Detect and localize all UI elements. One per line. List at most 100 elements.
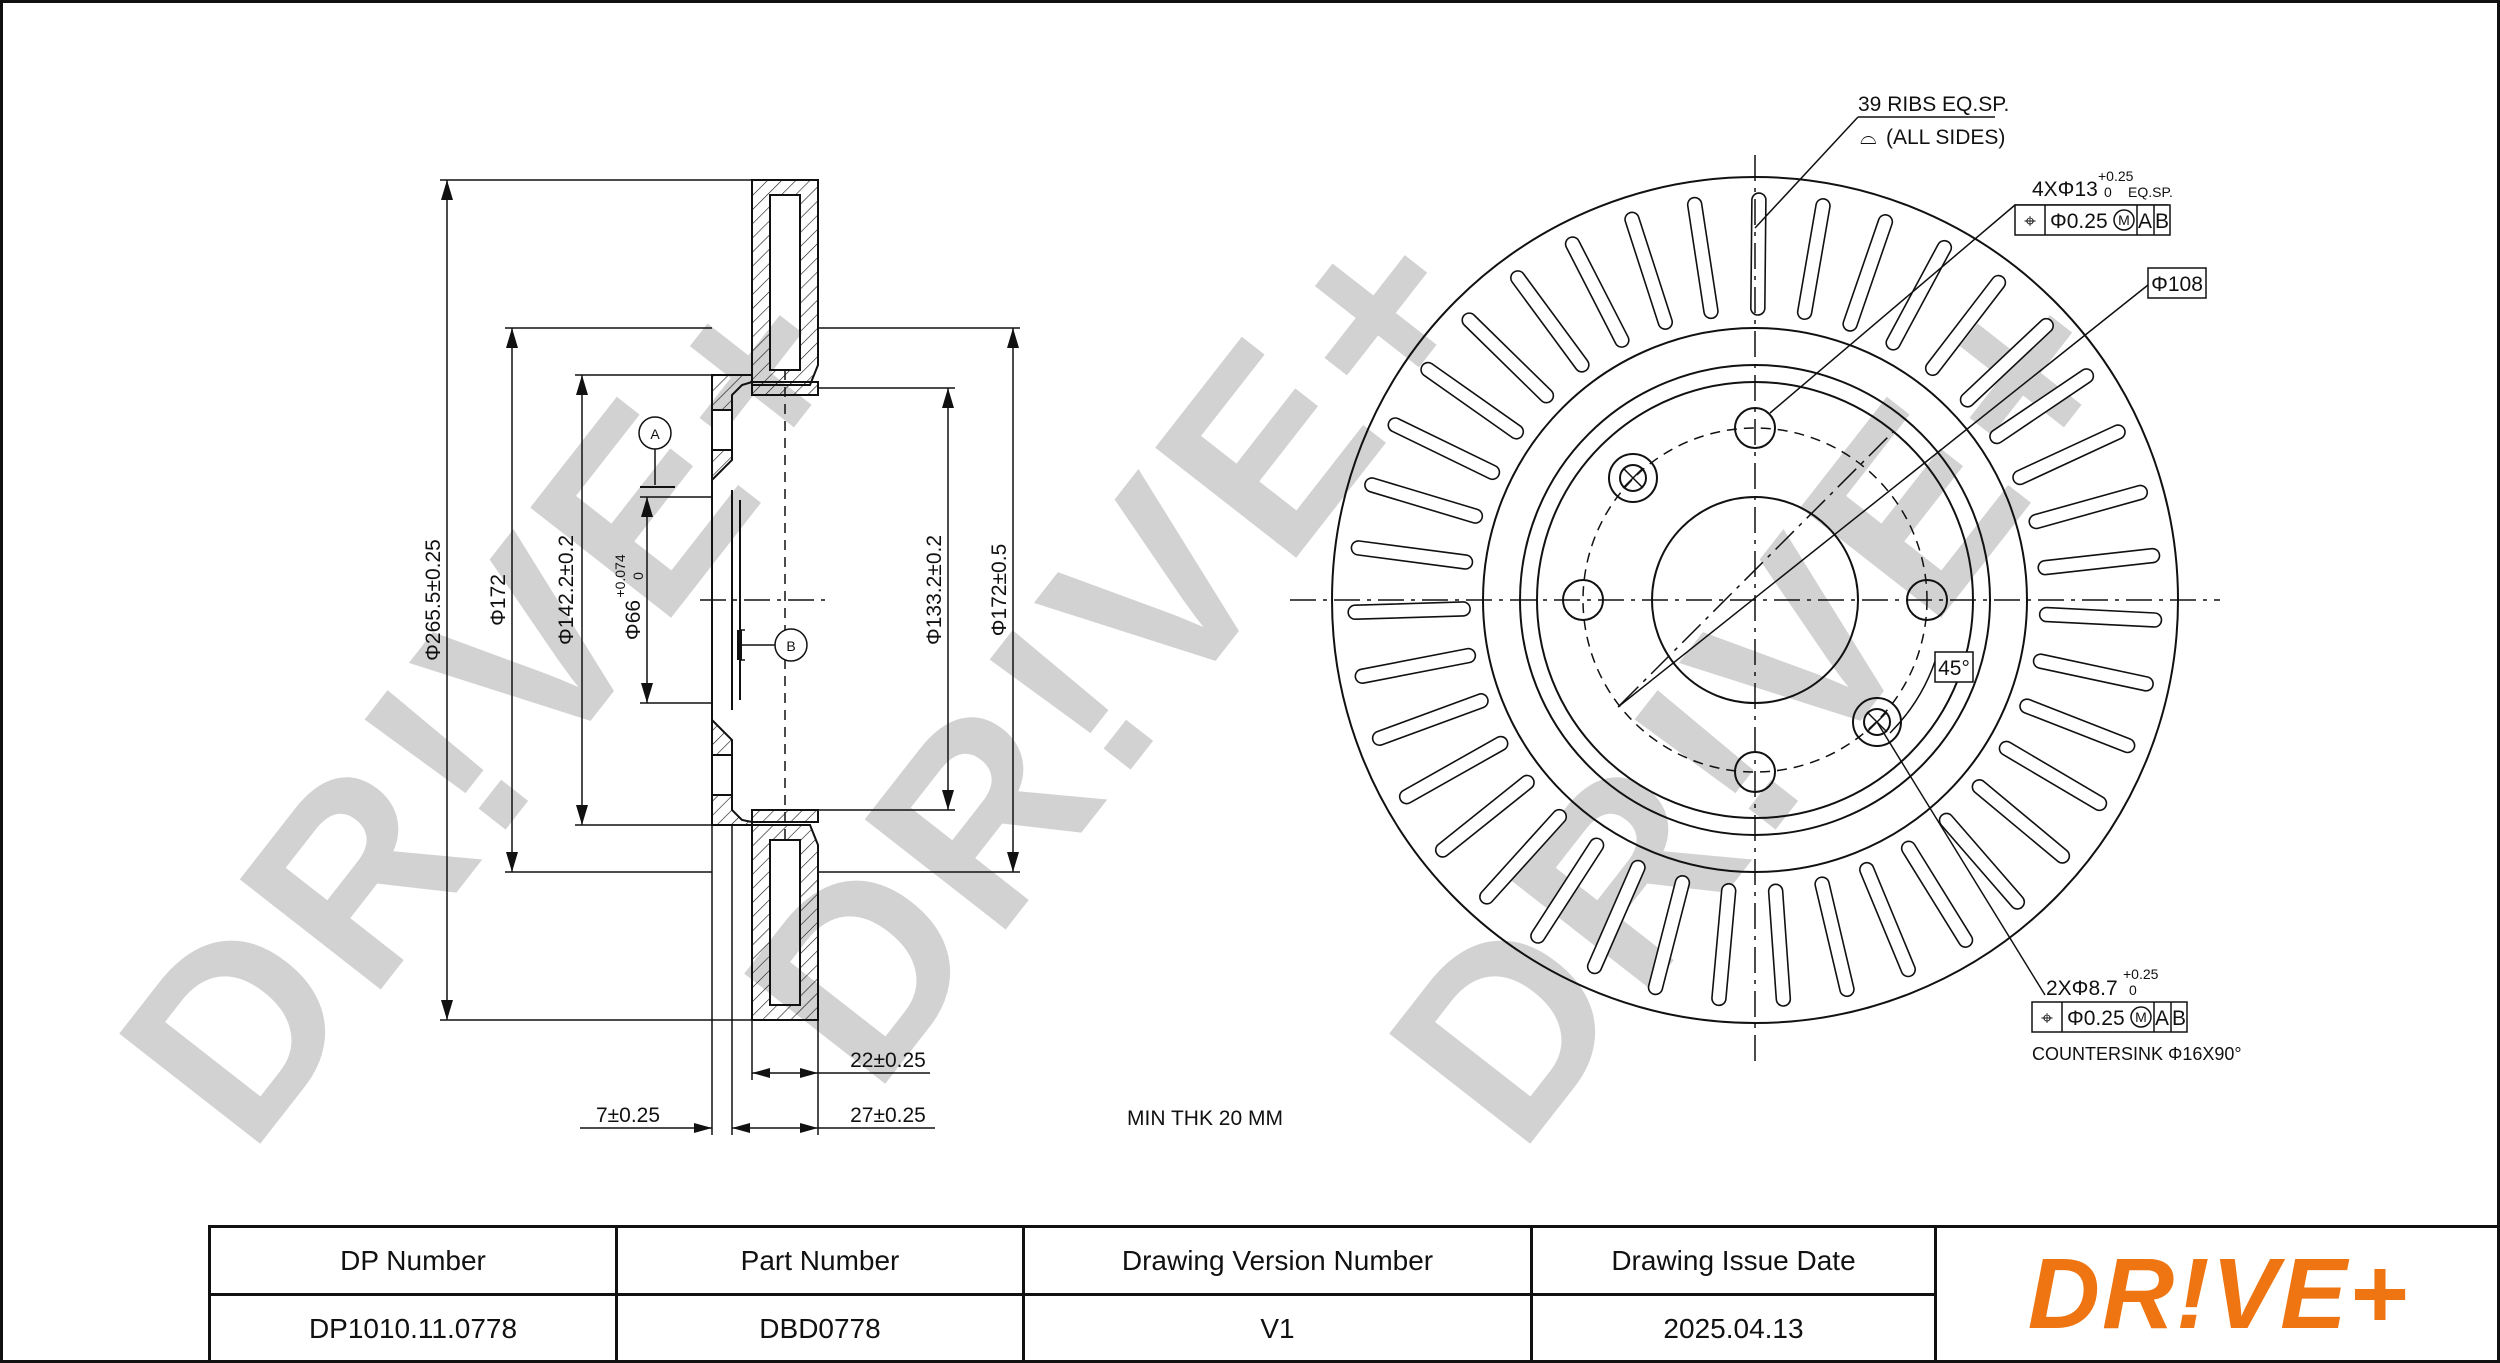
datum-b-bubble xyxy=(774,628,808,662)
cs-hole-upper-left-inner xyxy=(1619,464,1647,492)
holes4-eqsp: EQ.SP. xyxy=(2128,184,2173,200)
section-lower-ring xyxy=(751,824,819,1021)
title-col-dp: DP Number DP1010.11.0778 xyxy=(211,1228,618,1361)
fcf2-tolerance: Φ0.25 xyxy=(2067,1007,2125,1030)
fcf-holes4: ⌖ Φ0.25 M A B xyxy=(2014,204,2171,236)
section-hat-upper xyxy=(711,374,819,483)
fcf2-symbol: ⌖ xyxy=(2041,1007,2053,1030)
datum-b-label: B xyxy=(786,638,795,654)
rib-slot xyxy=(2032,653,2154,692)
rib-slot xyxy=(1842,214,1894,332)
rib-slot xyxy=(1510,270,1590,373)
bolt-hole-section-upper xyxy=(711,409,733,451)
rib-slot xyxy=(1434,774,1535,858)
dim-dia-172-tol: Φ172±0.5 xyxy=(988,544,1011,637)
header-part-number: Part Number xyxy=(618,1228,1022,1296)
dim-outer-diameter: Φ265.5±0.25 xyxy=(422,539,445,661)
rib-slot xyxy=(1347,601,1471,621)
rib-slot xyxy=(1398,735,1509,805)
holes2-tol-upper: +0.25 xyxy=(2123,966,2159,982)
rib-slot xyxy=(1564,236,1630,348)
min-thickness-note: MIN THK 20 MM xyxy=(1127,1107,1283,1130)
title-col-version: Drawing Version Number V1 xyxy=(1025,1228,1533,1361)
rib-slot xyxy=(1998,740,2108,812)
rib-slot xyxy=(1924,274,2007,377)
dim-thickness-22: 22±0.25 xyxy=(850,1049,926,1072)
holes4-note: 4XΦ13 xyxy=(2032,178,2098,201)
cs-hole-upper-left-outer xyxy=(1608,453,1658,503)
fcf2-modifier: M xyxy=(2135,1009,2147,1025)
bolt-hole-section-lower xyxy=(711,754,733,796)
rib-slot xyxy=(1767,883,1792,1007)
rib-slot xyxy=(2012,424,2126,486)
rib-slot xyxy=(1989,368,2095,445)
rib-slot xyxy=(1420,361,1525,440)
header-issue-date: Drawing Issue Date xyxy=(1533,1228,1934,1296)
brand-logo-text: DR!VE+ xyxy=(2027,1238,2410,1350)
rib-slot xyxy=(1586,859,1646,975)
brand-logo: DR!VE+ xyxy=(1937,1228,2500,1361)
rib-slot xyxy=(1530,837,1605,944)
side-section-view: Φ265.5±0.25 Φ172 Φ142.2±0.2 Φ66 +0.074 0… xyxy=(422,179,1020,1135)
rib-slot xyxy=(2037,547,2161,576)
fcf1-modifier: M xyxy=(2118,212,2130,228)
rib-slot xyxy=(1371,693,1489,746)
pcd-box xyxy=(2147,267,2207,299)
rib-slot xyxy=(1750,192,1767,316)
rib-slot xyxy=(1461,312,1554,404)
rib-slot xyxy=(1711,883,1737,1006)
rib-slot xyxy=(1686,196,1719,320)
cs-hole-lower-right-inner xyxy=(1863,708,1891,736)
pcd-label: Φ108 xyxy=(2151,273,2203,296)
section-upper-ring xyxy=(751,179,819,386)
rib-slot xyxy=(1364,477,1484,524)
angle-label: 45° xyxy=(1938,657,1970,680)
rib-slot xyxy=(1900,840,1974,948)
dim-bore-tol-lower: 0 xyxy=(630,572,646,580)
ribs-note-sides: (ALL SIDES) xyxy=(1886,126,2005,149)
header-dp-number: DP Number xyxy=(211,1228,615,1296)
title-col-part: Part Number DBD0778 xyxy=(618,1228,1025,1361)
watermark-left: DR!VE+ xyxy=(65,218,915,1191)
fcf-holes2: ⌖ Φ0.25 M A B xyxy=(2031,1001,2188,1033)
fcf1-datum-b: B xyxy=(2155,210,2169,233)
value-issue-date: 2025.04.13 xyxy=(1663,1312,1804,1344)
rib-slot xyxy=(1350,540,1474,570)
dim-bore: Φ66 xyxy=(622,600,645,640)
angle-box xyxy=(1934,651,1974,683)
value-part-number: DBD0778 xyxy=(759,1312,881,1344)
rib-slot xyxy=(2019,698,2136,754)
rib-slot xyxy=(1387,417,1501,480)
fcf2-datum-a: A xyxy=(2155,1007,2169,1030)
dim-hat-outer-dia: Φ172 xyxy=(487,574,510,626)
holes2-tol-lower: 0 xyxy=(2129,982,2137,998)
fcf2-datum-b: B xyxy=(2172,1007,2186,1030)
value-drawing-version: V1 xyxy=(1260,1312,1295,1344)
rib-slot xyxy=(2038,606,2163,628)
datum-a-bubble xyxy=(638,416,672,450)
dim-thickness-7: 7±0.25 xyxy=(596,1104,660,1127)
dim-bore-tol-upper: +0.074 xyxy=(612,554,628,597)
fcf1-datum-a: A xyxy=(2138,210,2152,233)
front-view: 45° 39 RIBS EQ.SP. ⌓ (ALL SIDES) 4XΦ13 +… xyxy=(1290,93,2242,1065)
rib-slot xyxy=(1796,198,1831,320)
dim-thickness-27: 27±0.25 xyxy=(850,1104,926,1127)
value-dp-number: DP1010.11.0778 xyxy=(308,1312,518,1344)
rib-slot xyxy=(1479,808,1568,905)
title-col-date: Drawing Issue Date 2025.04.13 xyxy=(1533,1228,1937,1361)
holes4-tol-lower: 0 xyxy=(2104,184,2112,200)
rib-slot xyxy=(1647,875,1691,996)
fcf1-tolerance: Φ0.25 xyxy=(2050,210,2108,233)
ribs-note-sides-symbol: ⌓ xyxy=(1860,126,1877,149)
rib-slot xyxy=(1938,812,2026,910)
rib-slot xyxy=(1814,876,1855,998)
title-block: DP Number DP1010.11.0778 Part Number DBD… xyxy=(208,1225,2500,1361)
rib-slot xyxy=(1859,862,1916,978)
watermark-group: DR!VE+ DR!VE+ DR!VE+ xyxy=(65,158,2185,1191)
dim-dia-142: Φ142.2±0.2 xyxy=(555,535,578,645)
rib-slot xyxy=(1959,317,2054,408)
header-drawing-version: Drawing Version Number xyxy=(1025,1228,1530,1296)
rib-slot xyxy=(1354,647,1477,684)
rib-slot xyxy=(2028,484,2148,530)
